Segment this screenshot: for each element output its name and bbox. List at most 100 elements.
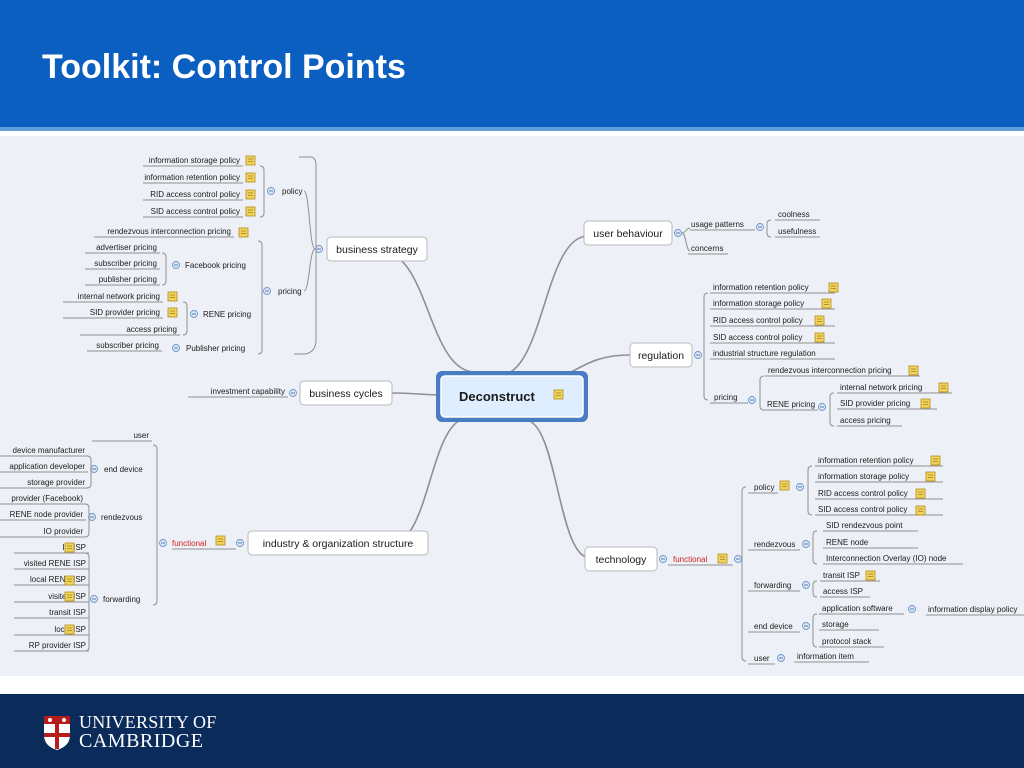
branch-bracket: [812, 580, 818, 598]
note-icon: [779, 480, 790, 491]
branch-label: end device: [104, 465, 143, 474]
main-topic-label: industry & organization structure: [263, 538, 414, 550]
branch-bracket: [152, 444, 158, 606]
note-icon: [245, 172, 256, 183]
node-label: RID access control policy: [818, 489, 908, 498]
node-label: SID access control policy: [713, 333, 802, 342]
node-label: user: [133, 431, 149, 440]
node-label: rendezvous interconnection pricing: [768, 366, 892, 375]
node-label: Interconnection Overlay (IO) node: [826, 554, 947, 563]
title-bar-stripe: [0, 127, 1024, 131]
node-label: subscriber pricing: [96, 341, 159, 350]
node-label: information retention policy: [713, 283, 809, 292]
branch-label: rendezvous: [101, 513, 142, 522]
note-icon: [64, 575, 75, 586]
branch-label: RENE pricing: [203, 310, 251, 319]
note-icon: [167, 291, 178, 302]
node-label: advertiser pricing: [96, 243, 157, 252]
main-topic-label: regulation: [638, 350, 684, 362]
note-icon: [915, 488, 926, 499]
node-label: access pricing: [126, 325, 177, 334]
note-icon: [64, 624, 75, 635]
node-label: access ISP: [823, 587, 863, 596]
node-label: provider (Facebook): [11, 494, 83, 503]
university-name-line1: UNIVERSITY OF: [79, 712, 217, 732]
node-label: RID access control policy: [713, 316, 803, 325]
branch-bracket: [703, 292, 709, 401]
node-label: RID access control policy: [150, 190, 240, 199]
branch-bracket: [766, 219, 772, 238]
main-topic-node: [326, 236, 428, 262]
branch-bracket: [741, 486, 747, 662]
slide-title: Toolkit: Control Points: [42, 48, 406, 86]
connector-curve: [391, 417, 469, 544]
node-label: protocol stack: [822, 637, 872, 646]
node-label: information display policy: [928, 605, 1017, 614]
main-topic-node: [299, 380, 393, 406]
branch-label: usage patterns: [691, 220, 744, 229]
node-label: industrial structure regulation: [713, 349, 816, 358]
node-label: information retention policy: [818, 456, 914, 465]
note-icon: [915, 505, 926, 516]
main-topic-node: [247, 530, 429, 556]
main-topic-label: technology: [596, 554, 648, 566]
node-label: application developer: [9, 462, 85, 471]
branch-label: policy: [282, 187, 302, 196]
node-label: storage: [822, 620, 849, 629]
branch-bracket: [759, 375, 765, 411]
node-label: SID rendezvous point: [826, 521, 903, 530]
note-icon: [717, 553, 728, 564]
note-icon: [245, 206, 256, 217]
connector-curve: [381, 251, 476, 373]
node-label: information retention policy: [144, 173, 240, 182]
note-icon: [167, 307, 178, 318]
branch-label: forwarding: [103, 595, 140, 604]
branch-label: pricing: [278, 287, 302, 296]
note-icon: [828, 282, 839, 293]
node-label: access pricing: [840, 416, 891, 425]
branch-label: forwarding: [754, 581, 791, 590]
branch-bracket: [84, 503, 90, 538]
node-label: RENE node provider: [10, 510, 84, 519]
main-topic-label: business cycles: [309, 388, 383, 400]
note-icon: [925, 471, 936, 482]
branch-label: policy: [754, 483, 774, 492]
note-icon: [553, 389, 564, 400]
note-icon: [920, 398, 931, 409]
branch-bracket: [294, 156, 317, 355]
branch-label: RENE pricing: [767, 400, 815, 409]
cambridge-crest-icon: [44, 716, 70, 750]
note-icon: [814, 332, 825, 343]
connector-curve: [499, 235, 589, 376]
connector-curve: [303, 248, 316, 292]
branch-bracket: [161, 252, 167, 286]
branch-bracket: [807, 465, 813, 516]
connector-curve: [524, 419, 591, 559]
university-name-line2: CAMBRIDGE: [79, 730, 204, 752]
branch-label: pricing: [714, 393, 738, 402]
node-label: coolness: [778, 210, 810, 219]
node-label: storage provider: [27, 478, 85, 487]
branch-label: user: [754, 654, 770, 663]
node-label: internal network pricing: [840, 383, 922, 392]
node-label: SID access control policy: [818, 505, 907, 514]
main-topic-node: [583, 220, 673, 246]
node-label: transit ISP: [823, 571, 860, 580]
node-label: transit ISP: [49, 608, 86, 617]
branch-bracket: [812, 613, 818, 648]
connector-curve: [303, 190, 316, 250]
node-label: concerns: [691, 244, 723, 253]
node-label: RP provider ISP: [29, 641, 86, 650]
node-label: SID provider pricing: [90, 308, 160, 317]
node-label: SID access control policy: [151, 207, 240, 216]
note-icon: [64, 542, 75, 553]
connector-curve: [681, 232, 691, 252]
connector-curve: [681, 227, 691, 234]
branch-label: rendezvous: [754, 540, 795, 549]
node-label: investment capability: [211, 387, 285, 396]
node-label: internal network pricing: [78, 292, 160, 301]
branch-bracket: [829, 392, 835, 427]
node-label: information storage policy: [713, 299, 804, 308]
note-icon: [245, 189, 256, 200]
